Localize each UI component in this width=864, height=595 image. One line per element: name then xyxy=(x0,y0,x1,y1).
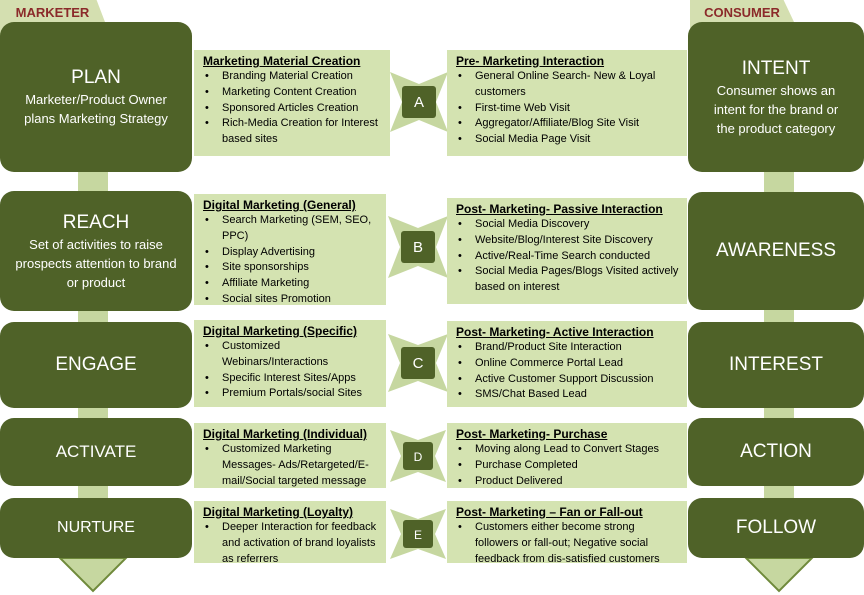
marketing-material-creation-box: Marketing Material Creation Branding Mat… xyxy=(194,50,390,156)
list-item: Customized Marketing Messages- Ads/Retar… xyxy=(203,442,380,489)
stage-reach: REACH Set of activities to raise prospec… xyxy=(0,191,192,311)
list-item: Active Customer Support Discussion xyxy=(456,372,681,388)
stage-interest: INTEREST xyxy=(688,322,864,408)
stage-description: Set of activities to raise prospects att… xyxy=(15,236,177,290)
box-heading: Marketing Material Creation xyxy=(203,54,361,68)
stage-title: ENGAGE xyxy=(55,354,137,375)
right-funnel-down-arrow xyxy=(744,557,814,593)
list-item: Affiliate Marketing xyxy=(203,276,380,292)
list-item: Active/Real-Time Search conducted xyxy=(456,249,681,265)
box-heading: Digital Marketing (General) xyxy=(203,198,356,212)
list-item: Social Media Discovery xyxy=(456,217,681,233)
list-item: First-time Web Visit xyxy=(456,101,681,117)
stage-description: Consumer shows an intent for the brand o… xyxy=(713,82,839,136)
connector-a: A xyxy=(390,72,448,132)
list-item: Site sponsorships xyxy=(203,260,380,276)
list-item: Rich-Media Creation for Interest based s… xyxy=(203,116,384,148)
list-item: SMS/Chat Based Lead xyxy=(456,387,681,403)
list-item: General Online Search- New & Loyal custo… xyxy=(456,69,681,101)
stage-engage: ENGAGE xyxy=(0,322,192,408)
digital-marketing-individual-box: Digital Marketing (Individual) Customize… xyxy=(194,423,386,488)
stage-action: ACTION xyxy=(688,418,864,486)
post-marketing-active-box: Post- Marketing- Active Interaction Bran… xyxy=(447,321,687,407)
connector-e: E xyxy=(390,509,446,559)
list-item: Social Media Page Visit xyxy=(456,132,681,148)
stage-activate: ACTIVATE xyxy=(0,418,192,486)
list-item: Marketing Content Creation xyxy=(203,85,384,101)
list-item: Premium Portals/social Sites xyxy=(203,386,380,402)
post-marketing-passive-box: Post- Marketing- Passive Interaction Soc… xyxy=(447,198,687,304)
box-heading: Post- Marketing – Fan or Fall-out xyxy=(456,505,643,519)
post-marketing-purchase-box: Post- Marketing- Purchase Moving along L… xyxy=(447,423,687,490)
list-item: Social Media Pages/Blogs Visited activel… xyxy=(456,264,681,296)
stage-title: FOLLOW xyxy=(735,517,817,538)
list-item: Search Marketing (SEM, SEO, PPC) xyxy=(203,213,380,245)
list-item: Customers either become strong followers… xyxy=(456,520,681,567)
stage-intent: INTENT Consumer shows an intent for the … xyxy=(688,22,864,172)
stage-title: PLAN xyxy=(71,67,121,88)
connector-letter: C xyxy=(413,355,424,372)
stage-description: Marketer/Product Owner plans Marketing S… xyxy=(24,92,168,126)
stage-title: ACTIVATE xyxy=(55,442,137,461)
stage-nurture: NURTURE xyxy=(0,498,192,558)
box-heading: Pre- Marketing Interaction xyxy=(456,54,605,68)
left-funnel-down-arrow xyxy=(58,557,128,593)
digital-marketing-general-box: Digital Marketing (General) Search Marke… xyxy=(194,194,386,308)
digital-marketing-specific-box: Digital Marketing (Specific) Customized … xyxy=(194,320,386,407)
connector-letter: D xyxy=(414,450,423,464)
connector-letter: A xyxy=(414,94,424,111)
list-item: Deeper Interaction for feedback and acti… xyxy=(203,520,380,567)
stage-follow: FOLLOW xyxy=(688,498,864,558)
list-item: Customized Webinars/Interactions xyxy=(203,339,380,371)
post-marketing-fan-box: Post- Marketing – Fan or Fall-out Custom… xyxy=(447,501,687,565)
list-item: Product Delivered xyxy=(456,474,681,490)
box-heading: Digital Marketing (Loyalty) xyxy=(203,505,354,519)
box-heading: Digital Marketing (Individual) xyxy=(203,427,368,441)
stage-title: ACTION xyxy=(740,441,812,462)
stage-title: INTEREST xyxy=(729,354,823,375)
stage-title: REACH xyxy=(62,211,130,233)
list-item: Website/Blog/Interest Site Discovery xyxy=(456,233,681,249)
stage-title: NURTURE xyxy=(57,519,135,536)
connector-c: C xyxy=(388,334,448,392)
stage-title: INTENT xyxy=(741,57,811,79)
list-item: Social sites Promotion xyxy=(203,292,380,308)
list-item: Sponsored Articles Creation xyxy=(203,101,384,117)
list-item: Specific Interest Sites/Apps xyxy=(203,371,380,387)
stage-title: AWARENESS xyxy=(715,240,836,261)
pre-marketing-interaction-box: Pre- Marketing Interaction General Onlin… xyxy=(447,50,687,156)
list-item: Moving along Lead to Convert Stages xyxy=(456,442,681,458)
connector-letter: B xyxy=(413,239,423,256)
box-heading: Digital Marketing (Specific) xyxy=(203,324,358,338)
box-heading: Post- Marketing- Purchase xyxy=(456,427,608,441)
list-item: Display Advertising xyxy=(203,245,380,261)
list-item: Brand/Product Site Interaction xyxy=(456,340,681,356)
list-item: Purchase Completed xyxy=(456,458,681,474)
list-item: Online Commerce Portal Lead xyxy=(456,356,681,372)
stage-awareness: AWARENESS xyxy=(688,192,864,310)
list-item: Branding Material Creation xyxy=(203,69,384,85)
list-item: Aggregator/Affiliate/Blog Site Visit xyxy=(456,116,681,132)
digital-marketing-loyalty-box: Digital Marketing (Loyalty) Deeper Inter… xyxy=(194,501,386,565)
box-heading: Post- Marketing- Passive Interaction xyxy=(456,202,663,216)
connector-b: B xyxy=(388,216,448,278)
box-heading: Post- Marketing- Active Interaction xyxy=(456,325,654,339)
connector-d: D xyxy=(390,430,446,482)
stage-plan: PLAN Marketer/Product Owner plans Market… xyxy=(0,22,192,172)
connector-letter: E xyxy=(414,528,422,542)
